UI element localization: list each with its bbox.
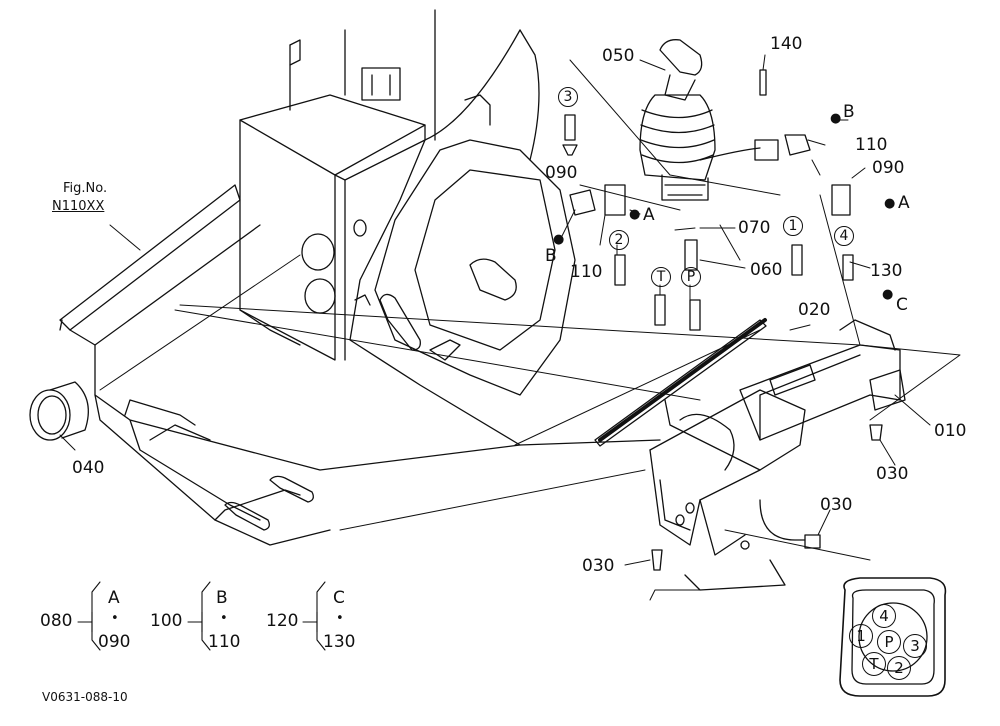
kit-120-number: 120 xyxy=(266,611,299,631)
port-dot-c: ● xyxy=(882,287,894,302)
kit-080-dot: • xyxy=(111,611,119,626)
drawing-code: V0631-088-10 xyxy=(42,690,128,704)
part-label-070: 070 xyxy=(738,218,771,238)
connector-pin-2: 2 xyxy=(887,656,911,680)
port-dot-a-left: ● xyxy=(629,207,641,222)
kit-080-letter: A xyxy=(108,588,120,608)
connector-pin-t: T xyxy=(862,652,886,676)
side-panel xyxy=(349,29,576,446)
part-label-050: 050 xyxy=(602,46,635,66)
kit-brackets xyxy=(77,581,326,651)
rod xyxy=(598,318,767,442)
port-circle-p: P xyxy=(681,267,701,287)
joystick-assembly xyxy=(639,39,779,201)
port-circle-4: 4 xyxy=(834,226,854,246)
port-letter-a-left: A xyxy=(643,205,655,225)
part-label-030c: 030 xyxy=(582,556,615,576)
port-circle-3: 3 xyxy=(558,87,578,107)
part-label-140: 140 xyxy=(770,34,803,54)
part-label-030b: 030 xyxy=(820,495,853,515)
port-dot-b-upper: ● xyxy=(830,111,842,126)
kit-100-number: 100 xyxy=(150,611,183,631)
part-label-110b: 110 xyxy=(855,135,888,155)
mounting-bracket xyxy=(594,319,806,591)
cab-post-box xyxy=(239,9,491,361)
kit-100-letter: B xyxy=(216,588,228,608)
port-circle-t: T xyxy=(651,267,671,287)
pipe-end xyxy=(29,381,89,441)
port-circle-1: 1 xyxy=(783,216,803,236)
figure-reference-line1: Fig.No. xyxy=(63,181,108,196)
port-dot-b-lower: ● xyxy=(553,232,565,247)
part-label-040: 040 xyxy=(72,458,105,478)
part-label-010: 010 xyxy=(934,421,967,441)
part-label-090a: 090 xyxy=(545,163,578,183)
callout-leaders xyxy=(59,54,931,566)
port-letter-c: C xyxy=(896,295,908,315)
part-label-090b: 090 xyxy=(872,158,905,178)
figure-reference-line2: N110XX xyxy=(52,199,105,214)
connector-pin-4: 4 xyxy=(872,604,896,628)
port-letter-a-right: A xyxy=(898,193,910,213)
port-letter-b-upper: B xyxy=(843,102,855,122)
kit-120-part: 130 xyxy=(323,632,356,652)
kit-080-number: 080 xyxy=(40,611,73,631)
part-label-130: 130 xyxy=(870,261,903,281)
leader-lines xyxy=(99,59,961,601)
kit-120-letter: C xyxy=(333,588,345,608)
port-circle-2: 2 xyxy=(609,230,629,250)
fittings xyxy=(562,69,883,571)
kit-080-part: 090 xyxy=(98,632,131,652)
connector-pin-p: P xyxy=(877,630,901,654)
part-label-030a: 030 xyxy=(876,464,909,484)
port-letter-b-lower: B xyxy=(545,246,557,266)
port-dot-a-right: ● xyxy=(884,196,896,211)
part-label-020: 020 xyxy=(798,300,831,320)
part-label-060: 060 xyxy=(750,260,783,280)
kit-100-dot: • xyxy=(220,611,228,626)
part-label-110a: 110 xyxy=(570,262,603,282)
mounting-rail xyxy=(739,319,906,441)
kit-100-part: 110 xyxy=(208,632,241,652)
connector-pin-1: 1 xyxy=(849,624,873,648)
kit-120-dot: • xyxy=(336,611,344,626)
connector-pin-3: 3 xyxy=(903,634,927,658)
